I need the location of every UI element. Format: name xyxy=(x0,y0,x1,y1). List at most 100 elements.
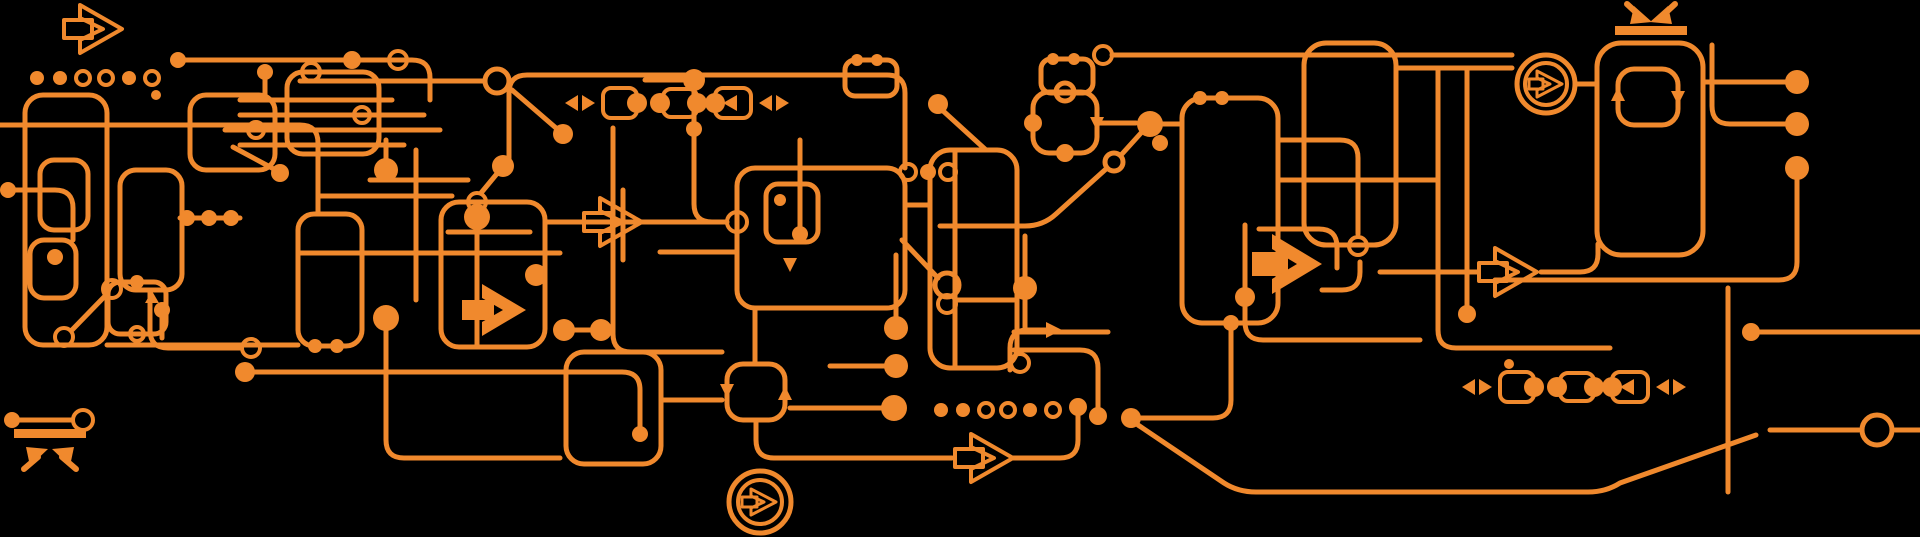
circuit-trace xyxy=(1538,241,1601,275)
node-dot xyxy=(1089,407,1107,425)
circuit-trace xyxy=(610,125,725,355)
circuit-trace xyxy=(1256,226,1340,271)
circuit-rect xyxy=(1179,95,1281,326)
dot-row xyxy=(934,403,948,417)
media-strip-icon xyxy=(705,93,725,113)
circuit-trace xyxy=(69,292,109,333)
node-dot xyxy=(632,426,648,442)
circuit-trace xyxy=(1119,130,1144,157)
dot-row xyxy=(122,71,136,85)
circuit-trace xyxy=(753,417,955,461)
media-strip-icon xyxy=(1602,377,1622,397)
chip-icon xyxy=(871,54,883,66)
node-dot xyxy=(1785,112,1809,136)
node-dot xyxy=(1742,323,1760,341)
dot-row xyxy=(999,401,1017,419)
arrow-right-icon xyxy=(1493,246,1539,298)
circuit-trace xyxy=(1138,328,1234,421)
node-dot xyxy=(330,339,344,353)
media-strip-icon xyxy=(1547,377,1567,397)
media-strip-icon xyxy=(776,95,789,111)
circled-arrow-icon xyxy=(736,478,784,526)
node-dot xyxy=(1215,91,1229,105)
dot-row xyxy=(956,403,970,417)
node-dot xyxy=(1137,111,1163,137)
node-dot xyxy=(553,124,573,144)
node-dot xyxy=(374,158,398,182)
media-strip-icon xyxy=(759,95,772,111)
node-ring xyxy=(1102,150,1126,174)
media-strip-icon xyxy=(565,95,578,111)
node-dot xyxy=(47,249,63,265)
media-strip-icon xyxy=(1620,379,1634,395)
arrow-right-icon xyxy=(1252,252,1288,276)
node-ring xyxy=(71,408,95,432)
node-dot xyxy=(686,121,702,137)
node-dot xyxy=(525,264,547,286)
node-square-icon xyxy=(1024,114,1042,132)
cycle-icon xyxy=(778,386,792,400)
node-dot xyxy=(343,51,361,69)
node-dot xyxy=(1235,287,1255,307)
media-strip-icon xyxy=(1479,379,1492,395)
circuit-rect xyxy=(763,181,821,245)
circuit-trace xyxy=(937,166,1109,229)
circuit-rect xyxy=(734,165,908,311)
circuit-trace xyxy=(1435,65,1613,351)
collapse-up-icon xyxy=(14,429,86,438)
node-dot xyxy=(1223,315,1239,331)
media-strip-icon xyxy=(650,93,670,113)
arrow-right-icon xyxy=(78,3,124,55)
node-ring xyxy=(53,326,75,348)
circuit-rect xyxy=(117,167,185,293)
node-dot xyxy=(1458,305,1476,323)
circuit-trace xyxy=(509,87,559,131)
circled-arrow-icon xyxy=(1514,52,1578,116)
cycle-icon xyxy=(1615,66,1681,128)
arrow-right-icon xyxy=(1272,234,1322,294)
circuit-rect xyxy=(1594,40,1706,258)
node-square-icon xyxy=(145,291,159,303)
node-ring xyxy=(938,162,958,182)
circuit-trace xyxy=(506,72,908,171)
circuit-trace xyxy=(1319,259,1363,293)
circuit-rect xyxy=(295,211,365,349)
node-ring xyxy=(482,66,512,96)
node-ring xyxy=(101,278,123,300)
circled-arrow-icon xyxy=(749,487,778,517)
media-strip-icon xyxy=(1462,379,1475,395)
node-dot xyxy=(308,339,322,353)
node-dot xyxy=(0,182,16,198)
node-dot xyxy=(792,226,808,242)
dot-row xyxy=(151,90,161,100)
circuit-trace xyxy=(899,237,941,281)
dot-row xyxy=(74,69,92,87)
arrow-right-icon xyxy=(462,300,494,320)
node-square-icon xyxy=(1090,117,1104,131)
node-dot xyxy=(774,194,786,206)
dot-row xyxy=(1504,359,1514,369)
node-dot xyxy=(884,316,908,340)
dot-row xyxy=(1044,401,1062,419)
media-strip-icon xyxy=(1656,379,1669,395)
media-strip-icon xyxy=(582,95,595,111)
chip-icon xyxy=(1038,56,1096,96)
collapse-up-icon xyxy=(26,447,48,466)
node-dot xyxy=(920,164,936,180)
node-dot xyxy=(1121,408,1141,428)
circuit-trace xyxy=(938,106,989,153)
chip-icon xyxy=(851,54,863,66)
dot-row xyxy=(1023,403,1037,417)
circuit-trace xyxy=(383,328,563,461)
circled-arrow-icon xyxy=(1535,69,1564,99)
circuit-trace xyxy=(1011,347,1101,411)
node-ring xyxy=(246,120,266,140)
circuit-trace xyxy=(242,369,643,429)
node-square-icon xyxy=(128,325,146,343)
circled-arrow-icon xyxy=(1523,61,1569,107)
dot-row xyxy=(30,71,44,85)
media-strip-icon xyxy=(1673,379,1686,395)
media-strip-icon xyxy=(723,95,737,111)
